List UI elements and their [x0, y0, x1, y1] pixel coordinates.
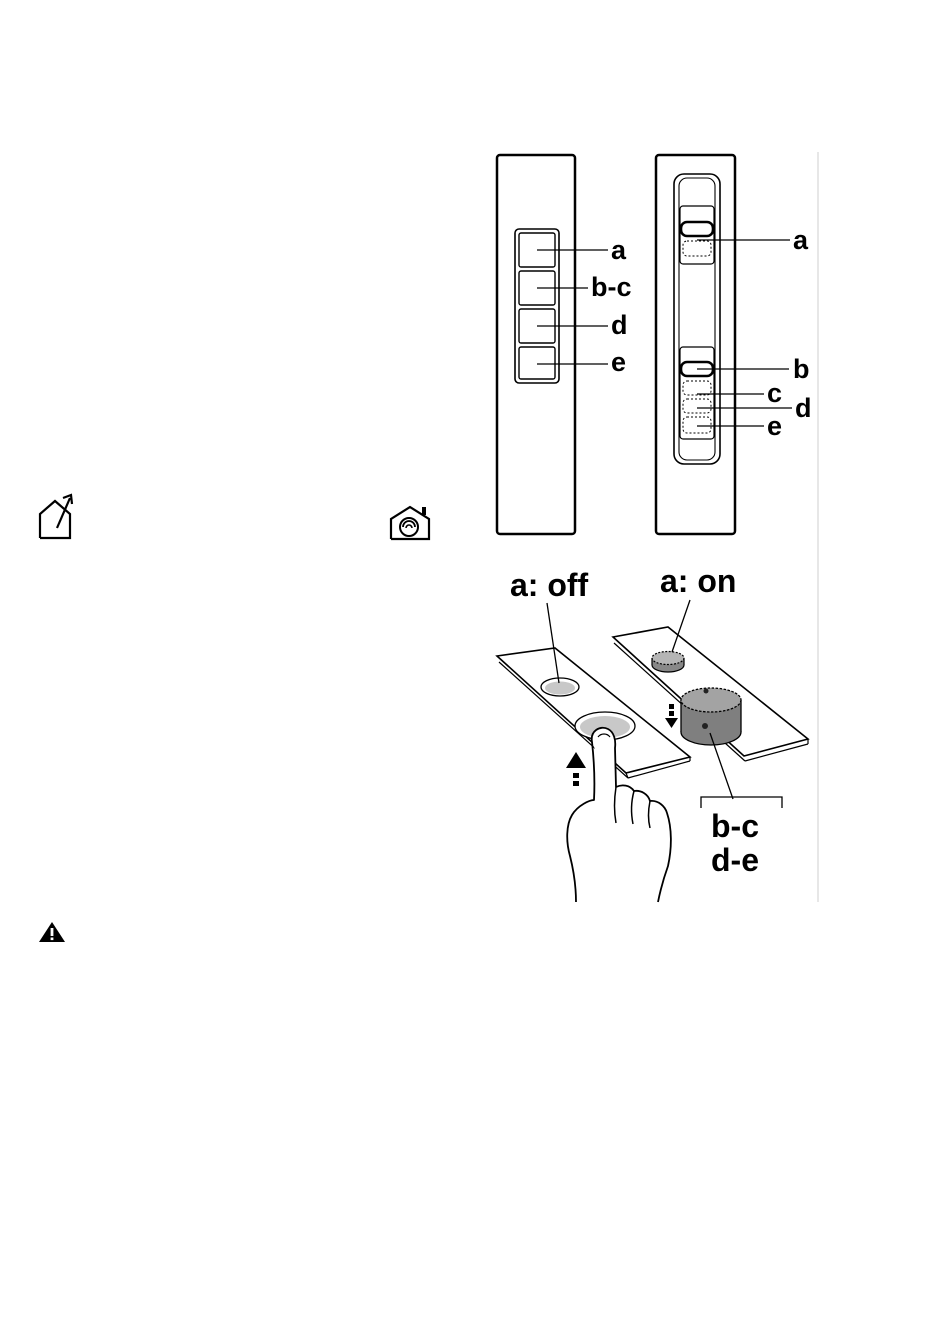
panel1-label-a: a [611, 235, 627, 265]
button-panel: a b-c d e [497, 155, 632, 534]
label-a-off: a: off [510, 567, 589, 603]
panel1-label-b-c: b-c [591, 272, 632, 302]
panel2-label-b: b [793, 354, 810, 384]
label-d-e: d-e [711, 842, 759, 878]
label-a-on: a: on [660, 563, 736, 599]
slider-panel: a b c d e [656, 155, 812, 534]
panel1-label-d: d [611, 310, 628, 340]
panel2-label-c: c [767, 378, 782, 408]
label-b-c: b-c [711, 808, 759, 844]
button-e [519, 347, 555, 379]
panel2-label-e: e [767, 411, 782, 441]
panel1-label-e: e [611, 347, 626, 377]
slider-a-knob [681, 222, 713, 236]
panel2-label-a: a [793, 225, 809, 255]
operation-illustration: a: off a: on [497, 563, 808, 902]
panel2-label-d: d [795, 393, 812, 423]
